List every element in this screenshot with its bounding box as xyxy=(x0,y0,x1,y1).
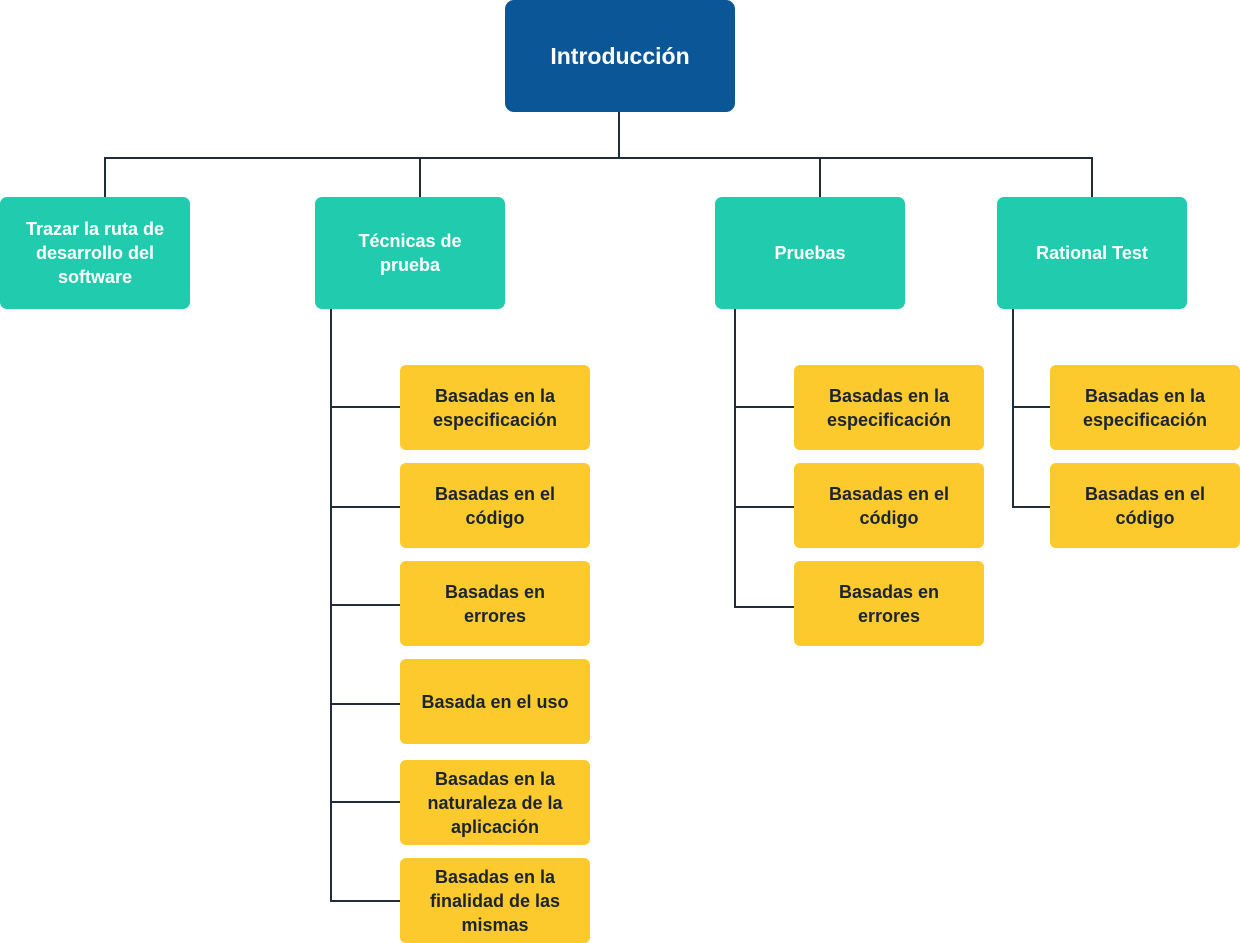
leaf-node-label: Basadas en la naturaleza de la aplicació… xyxy=(427,768,563,837)
leaf-node-label: Basadas en errores xyxy=(444,581,546,626)
connector-root-down xyxy=(618,112,620,159)
connector-branch-3 xyxy=(819,157,821,197)
connector-pruebas-trunk xyxy=(734,309,736,608)
connector-branch-1 xyxy=(104,157,106,197)
branch-node-pruebas: Pruebas xyxy=(715,197,905,309)
leaf-node-pruebas-codigo: Basadas en el código xyxy=(794,463,984,548)
leaf-node-label: Basadas en la especificación xyxy=(826,385,952,430)
connector-tecnicas-leaf-6 xyxy=(330,900,400,902)
branch-node-rational-test: Rational Test xyxy=(997,197,1187,309)
leaf-node-pruebas-especificacion: Basadas en la especificación xyxy=(794,365,984,450)
connector-branch-4 xyxy=(1091,157,1093,197)
connector-rational-leaf-1 xyxy=(1012,406,1050,408)
branch-node-trazar-ruta: Trazar la ruta de desarrollo del softwar… xyxy=(0,197,190,309)
leaf-node-rational-especificacion: Basadas en la especificación xyxy=(1050,365,1240,450)
connector-rational-trunk xyxy=(1012,309,1014,508)
root-node-introduccion: Introducción xyxy=(505,0,735,112)
leaf-node-tecnicas-errores: Basadas en errores xyxy=(400,561,590,646)
root-node-label: Introducción xyxy=(550,43,690,69)
branch-node-label: Pruebas xyxy=(774,243,846,263)
leaf-node-label: Basadas en la finalidad de las mismas xyxy=(429,866,561,935)
leaf-node-rational-codigo: Basadas en el código xyxy=(1050,463,1240,548)
connector-branch-2 xyxy=(419,157,421,197)
branch-node-tecnicas-de-prueba: Técnicas de prueba xyxy=(315,197,505,309)
connector-tecnicas-leaf-5 xyxy=(330,801,400,803)
leaf-node-label: Basadas en el código xyxy=(828,483,950,528)
connector-tecnicas-leaf-4 xyxy=(330,703,400,705)
branch-node-label: Trazar la ruta de desarrollo del softwar… xyxy=(25,219,165,287)
connector-pruebas-leaf-3 xyxy=(734,606,794,608)
branch-node-label: Técnicas de prueba xyxy=(358,231,462,275)
leaf-node-tecnicas-uso: Basada en el uso xyxy=(400,659,590,744)
leaf-node-pruebas-errores: Basadas en errores xyxy=(794,561,984,646)
leaf-node-tecnicas-especificacion: Basadas en la especificación xyxy=(400,365,590,450)
leaf-node-label: Basadas en la especificación xyxy=(432,385,558,430)
leaf-node-tecnicas-finalidad: Basadas en la finalidad de las mismas xyxy=(400,858,590,943)
leaf-node-tecnicas-naturaleza: Basadas en la naturaleza de la aplicació… xyxy=(400,760,590,845)
leaf-node-tecnicas-codigo: Basadas en el código xyxy=(400,463,590,548)
connector-tecnicas-leaf-2 xyxy=(330,506,400,508)
connector-rational-leaf-2 xyxy=(1012,506,1050,508)
branch-node-label: Rational Test xyxy=(1036,243,1148,263)
leaf-node-label: Basadas en el código xyxy=(434,483,556,528)
leaf-node-label: Basadas en el código xyxy=(1084,483,1206,528)
leaf-node-label: Basadas en errores xyxy=(838,581,940,626)
connector-tecnicas-leaf-3 xyxy=(330,604,400,606)
leaf-node-label: Basadas en la especificación xyxy=(1082,385,1208,430)
connector-horizontal-bus xyxy=(104,157,1093,159)
connector-pruebas-leaf-2 xyxy=(734,506,794,508)
connector-pruebas-leaf-1 xyxy=(734,406,794,408)
leaf-node-label: Basada en el uso xyxy=(421,691,569,712)
connector-tecnicas-leaf-1 xyxy=(330,406,400,408)
